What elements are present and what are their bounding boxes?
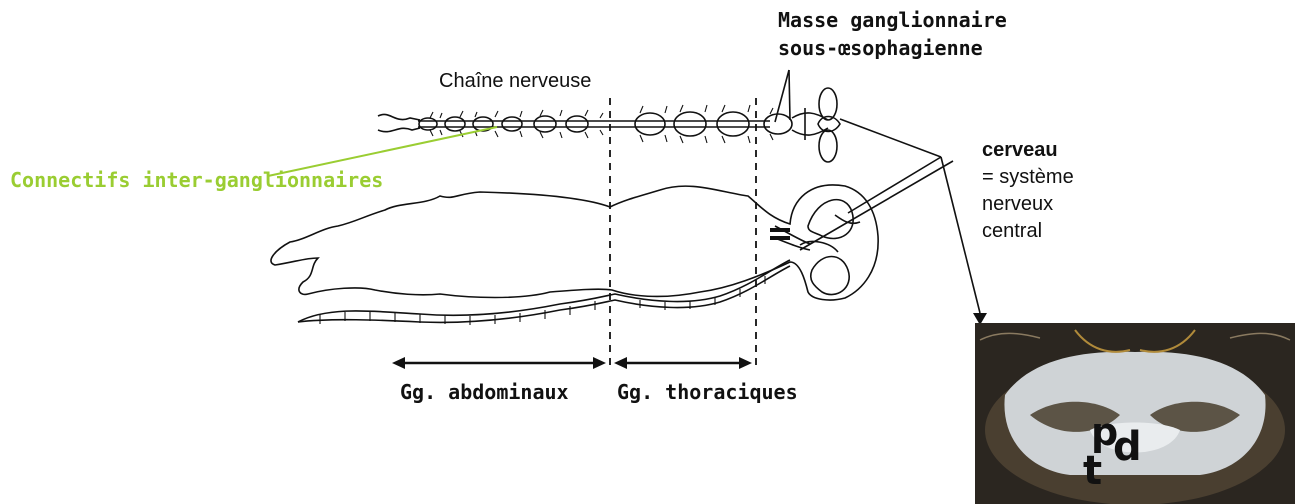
brain-title: cerveau: [982, 137, 1074, 164]
photo-letters: p d t: [1083, 410, 1163, 500]
nerve-chain: [378, 88, 840, 162]
photo-letter-t: t: [1083, 448, 1102, 494]
subesophageal-mass-line1: Masse ganglionnaire: [778, 6, 1007, 34]
body-outline: [271, 185, 878, 325]
brain-desc-line1: = système: [982, 164, 1074, 191]
abdominal-ganglia-label: Gg. abdominaux: [400, 380, 569, 404]
chain-label: Chaîne nerveuse: [439, 70, 591, 93]
segment-dividers: [610, 98, 756, 368]
brain-desc-line2: nerveux: [982, 191, 1074, 218]
range-arrows: [392, 357, 752, 369]
thoracic-ganglia-label: Gg. thoraciques: [617, 380, 798, 404]
photo-letter-d: d: [1113, 424, 1142, 470]
subesophageal-mass-line2: sous-œsophagienne: [778, 34, 1007, 62]
subesophageal-mass-label: Masse ganglionnaire sous-œsophagienne: [778, 6, 1007, 62]
brain-desc-line3: central: [982, 218, 1074, 245]
connectives-label: Connectifs inter-ganglionnaires: [10, 168, 383, 192]
brain-label: cerveau = système nerveux central: [982, 137, 1074, 245]
